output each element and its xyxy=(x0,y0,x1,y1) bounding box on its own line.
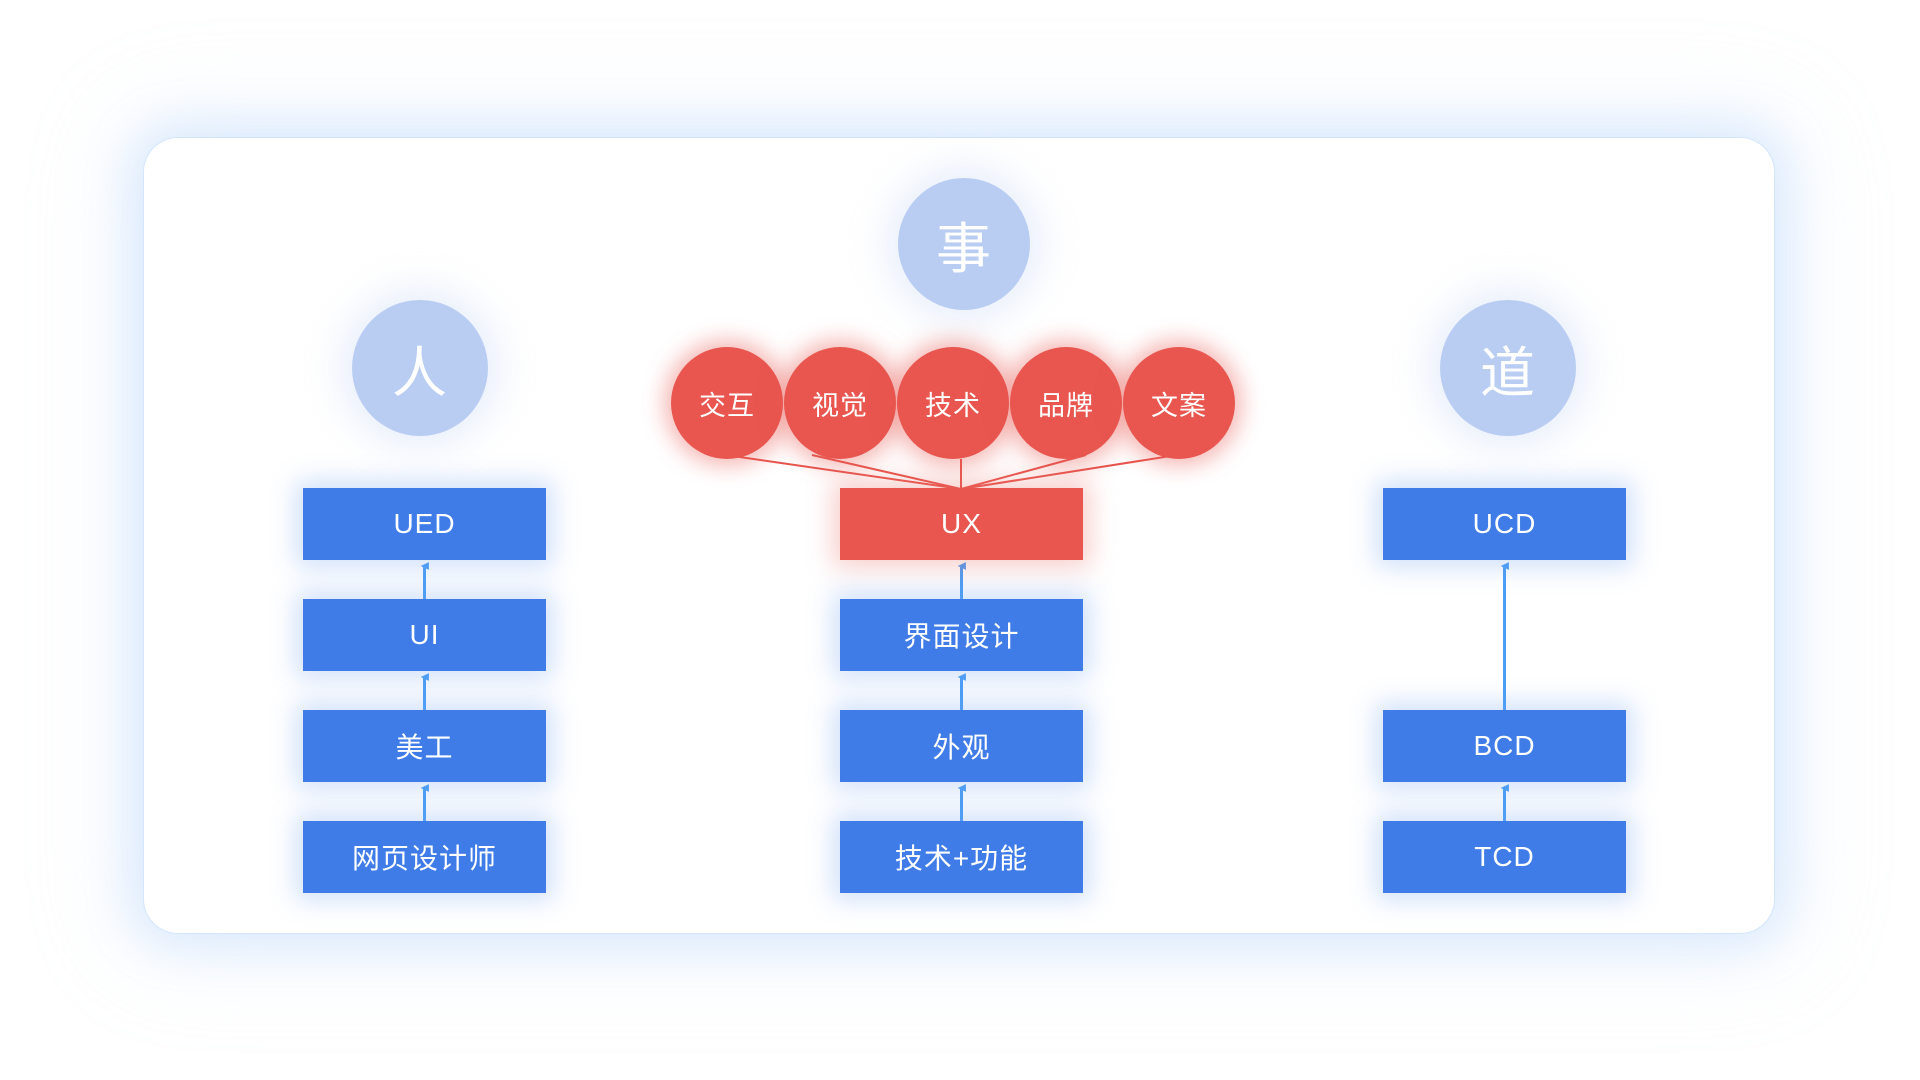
skill-circle-jishu[interactable]: 技术 xyxy=(897,347,1009,459)
node-box-ued[interactable]: UED xyxy=(303,488,546,560)
node-box-jiemian-sheji-label: 界面设计 xyxy=(903,621,1020,652)
skill-circle-jiaohu[interactable]: 交互 xyxy=(671,347,783,459)
node-box-meigong-label: 美工 xyxy=(395,732,454,763)
node-box-ux-label: UX xyxy=(941,508,982,539)
skill-circle-shijue-label: 视觉 xyxy=(812,390,868,421)
skill-circle-wenan[interactable]: 文案 xyxy=(1123,347,1235,459)
node-box-ucd-label: UCD xyxy=(1472,508,1537,539)
skill-circle-wenan-label: 文案 xyxy=(1151,390,1207,421)
pale-circle-shi-label: 事 xyxy=(935,218,992,280)
node-box-waiguan[interactable]: 外观 xyxy=(840,710,1083,782)
node-box-meigong[interactable]: 美工 xyxy=(303,710,546,782)
node-box-jishu-gongneng-label: 技术+功能 xyxy=(894,843,1029,874)
node-box-tcd[interactable]: TCD xyxy=(1383,821,1626,893)
pale-circle-dao-label: 道 xyxy=(1479,342,1536,404)
node-box-bcd-label: BCD xyxy=(1473,730,1536,761)
skill-circle-pinpai[interactable]: 品牌 xyxy=(1010,347,1122,459)
pale-circle-shi[interactable]: 事 xyxy=(898,178,1030,310)
node-box-ui[interactable]: UI xyxy=(303,599,546,671)
pale-circle-ren-label: 人 xyxy=(391,342,448,404)
node-box-ux[interactable]: UX xyxy=(840,488,1083,560)
node-box-ued-label: UED xyxy=(393,508,456,539)
node-box-jishu-gongneng[interactable]: 技术+功能 xyxy=(840,821,1083,893)
node-box-webdesigner[interactable]: 网页设计师 xyxy=(303,821,546,893)
node-box-ui-label: UI xyxy=(409,619,440,650)
skill-circle-jiaohu-label: 交互 xyxy=(699,390,755,421)
node-box-jiemian-sheji[interactable]: 界面设计 xyxy=(840,599,1083,671)
node-box-waiguan-label: 外观 xyxy=(932,732,991,763)
node-box-tcd-label: TCD xyxy=(1474,841,1535,872)
skill-circle-jishu-label: 技术 xyxy=(925,390,981,421)
skill-circle-shijue[interactable]: 视觉 xyxy=(784,347,896,459)
node-box-bcd[interactable]: BCD xyxy=(1383,710,1626,782)
skill-circle-pinpai-label: 品牌 xyxy=(1038,390,1094,421)
pale-circle-dao[interactable]: 道 xyxy=(1440,300,1576,436)
pale-circle-ren[interactable]: 人 xyxy=(352,300,488,436)
node-box-webdesigner-label: 网页设计师 xyxy=(351,843,497,874)
node-box-ucd[interactable]: UCD xyxy=(1383,488,1626,560)
